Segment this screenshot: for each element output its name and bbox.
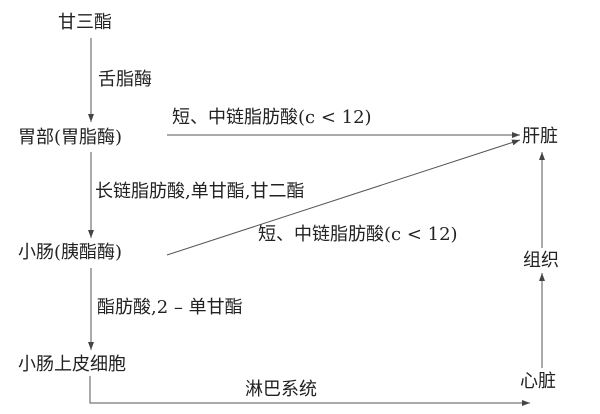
label-intestine-to-cells: 酯肪酸,2 – 单甘酯	[97, 297, 243, 318]
node-triglyceride: 甘三酯	[58, 12, 112, 33]
label-lymphatic-system: 淋巴系统	[245, 379, 317, 400]
node-heart: 心脏	[520, 371, 556, 392]
label-intestine-to-liver: 短、中链脂肪酸(c < 12)	[258, 224, 458, 245]
node-tissue: 组织	[523, 250, 559, 271]
node-liver: 肝脏	[522, 126, 558, 147]
label-lingual-lipase: 舌脂酶	[98, 69, 152, 90]
node-epithelial-cells: 小肠上皮细胞	[18, 354, 126, 375]
arrow-intestine-to-liver	[166, 139, 521, 256]
label-stomach-to-intestine: 长链脂肪酸,单甘酯,甘二酯	[95, 181, 305, 202]
label-stomach-to-liver: 短、中链脂肪酸(c < 12)	[172, 107, 372, 128]
node-stomach: 胃部(胃脂酶)	[18, 127, 123, 148]
arrow-cells-to-heart	[89, 376, 530, 406]
node-small-intestine: 小肠(胰酯酶)	[18, 242, 123, 263]
